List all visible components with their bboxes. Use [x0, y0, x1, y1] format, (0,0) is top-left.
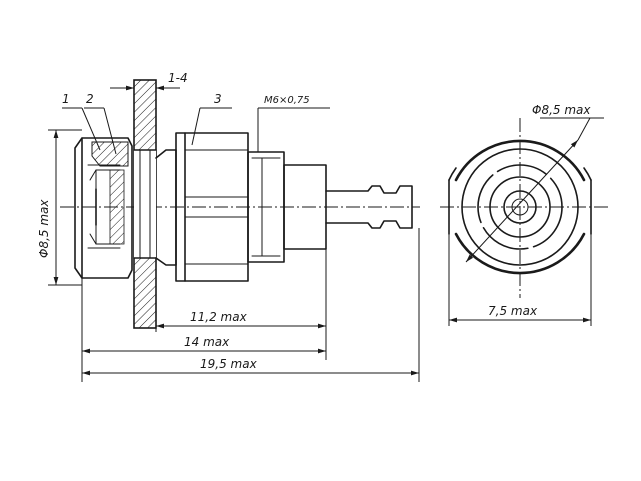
label-len-19-5: 19,5 max [200, 357, 258, 371]
dim-thickness [110, 80, 180, 92]
rear-shoulder [283, 164, 327, 250]
side-view: 1-4 1 2 3 M6×0,75 Φ8,5 max [37, 71, 420, 382]
thread-leader [257, 107, 330, 256]
label-part-3: 3 [214, 92, 222, 106]
label-width-end: 7,5 max [488, 304, 538, 318]
label-part-1: 1 [62, 92, 70, 106]
front-nut [74, 137, 133, 279]
dim-width-end [448, 234, 592, 326]
label-thickness: 1-4 [168, 71, 188, 85]
dim-lengths [81, 228, 420, 382]
dim-dia-end [465, 139, 579, 263]
label-dia-end: Φ8,5 max [532, 103, 591, 117]
label-dia-side: Φ8,5 max [37, 199, 51, 258]
dim-dia-side [48, 129, 82, 286]
label-part-2: 2 [86, 92, 94, 106]
panel-flange [133, 79, 157, 329]
label-len-14: 14 max [184, 335, 230, 349]
contact-pin [325, 185, 413, 229]
insulator-hatch [91, 141, 129, 167]
label-len-11-2: 11,2 max [190, 310, 248, 324]
label-thread: M6×0,75 [264, 95, 310, 106]
part-leaders [62, 107, 232, 155]
end-view: Φ8,5 max 7,5 max [440, 103, 610, 326]
